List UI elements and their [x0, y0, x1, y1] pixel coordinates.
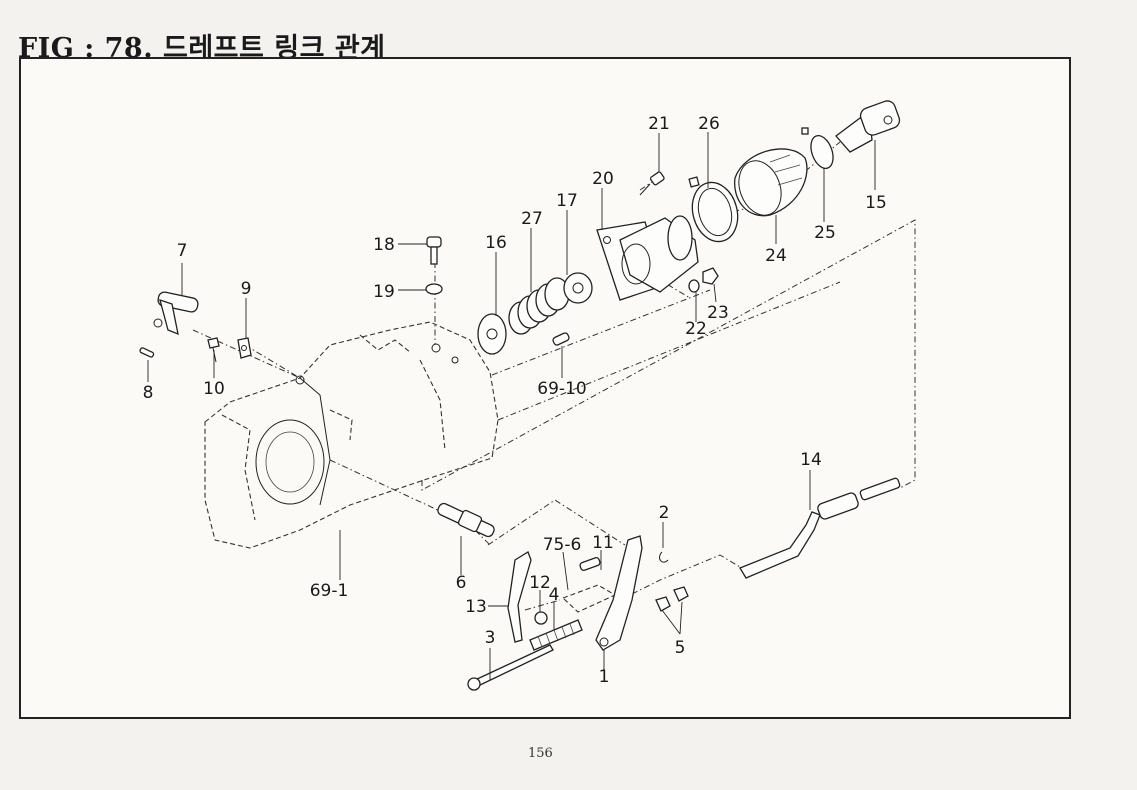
part-label-13: 13	[465, 597, 487, 617]
diagram-frame	[19, 57, 1071, 719]
part-label-11: 11	[592, 533, 614, 553]
exploded-parts-diagram: 1 2 3 4 5 6 7 8 9 10 11 12 13 14 15 16 1…	[139, 100, 916, 691]
part-label-7: 7	[177, 241, 188, 261]
part-label-24: 24	[765, 246, 787, 266]
part-label-22: 22	[685, 319, 707, 339]
part-label-69-10: 69-10	[537, 379, 586, 399]
top-bolt-group	[425, 236, 443, 295]
part-label-15: 15	[865, 193, 887, 213]
part-label-21: 21	[648, 114, 670, 134]
part-label-1: 1	[599, 667, 610, 687]
part-label-14: 14	[800, 450, 822, 470]
part-label-9: 9	[241, 279, 252, 299]
part-label-16: 16	[485, 233, 507, 253]
part-label-23: 23	[707, 303, 729, 323]
sensor-housing	[596, 171, 699, 301]
part-label-6: 6	[456, 573, 467, 593]
part-label-20: 20	[592, 169, 614, 189]
transmission-housing	[204, 321, 499, 549]
part-label-69-1: 69-1	[310, 581, 349, 601]
part-label-75-6: 75-6	[543, 535, 582, 555]
spring-assembly	[477, 272, 593, 355]
part-label-26: 26	[698, 114, 720, 134]
part-label-3: 3	[485, 628, 496, 648]
part-label-10: 10	[203, 379, 225, 399]
part-label-27: 27	[521, 209, 543, 229]
washer-nut	[688, 267, 719, 293]
part-label-5: 5	[675, 638, 686, 658]
draft-rod	[739, 477, 901, 579]
part-label-18: 18	[373, 235, 395, 255]
part-label-17: 17	[556, 191, 578, 211]
draft-lever-group	[561, 535, 689, 651]
boot-assembly	[688, 100, 901, 243]
part-label-4: 4	[549, 585, 560, 605]
part-label-12: 12	[529, 573, 551, 593]
lower-shaft-group	[437, 502, 532, 643]
part-label-8: 8	[143, 383, 154, 403]
part-label-19: 19	[373, 282, 395, 302]
page-number: 156	[528, 746, 553, 761]
part-labels: 1 2 3 4 5 6 7 8 9 10 11 12 13 14 15 16 1…	[143, 114, 887, 687]
upper-lever-group	[139, 291, 252, 363]
part-label-25: 25	[814, 223, 836, 243]
rod-spring-group	[467, 611, 583, 691]
leader-lines	[147, 132, 876, 680]
part-label-2: 2	[659, 503, 670, 523]
